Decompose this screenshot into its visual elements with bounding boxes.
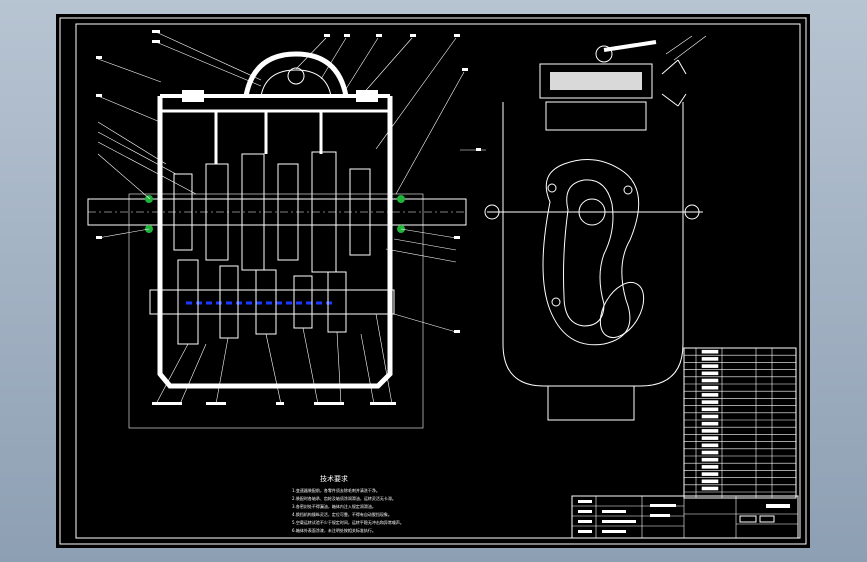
parts-row-text <box>701 465 719 469</box>
counter-shaft <box>149 289 395 315</box>
leader-numbers <box>96 30 468 405</box>
note-line-4: 4.换挡机构操纵灵活，定位可靠，不得有自动脱挡现象。 <box>292 511 392 517</box>
note-line-5: 5.空载运转试验不少于规定时间，运转平稳无冲击和异常噪声。 <box>292 519 404 525</box>
parts-list <box>683 347 797 499</box>
parts-row-text <box>701 421 719 426</box>
note-line-2: 2.装配时各轴承、齿轮及轴须涂润滑油，运转灵活无卡滞。 <box>292 495 396 501</box>
left-flange <box>484 204 500 220</box>
parts-row-text <box>701 371 719 376</box>
bearing-cap <box>599 282 645 338</box>
bearing-upper-left <box>145 195 153 203</box>
parts-row-text <box>701 385 719 390</box>
drain-boss <box>547 385 635 421</box>
parts-row-text <box>701 450 719 455</box>
note-line-1: 1.变速器装配前，各零件须去除毛刺并清洗干净。 <box>292 487 380 493</box>
end-cover <box>542 159 640 346</box>
main-shaft-gears <box>173 151 371 273</box>
parts-row-text <box>701 457 719 462</box>
parts-row-text <box>701 472 719 476</box>
shaft-hub <box>578 198 606 226</box>
gearbox-end-view <box>460 35 707 421</box>
leader-lines <box>97 31 465 405</box>
end-cover-inner <box>563 179 614 327</box>
parts-row-text <box>701 486 719 491</box>
technical-notes: 技术要求 1.变速器装配前，各零件须去除毛刺并清洗干净。 2.装配时各轴承、齿轮… <box>292 474 404 533</box>
notes-title: 技术要求 <box>320 474 348 483</box>
parts-row-text <box>701 436 719 440</box>
note-line-6: 6.箱体外表面涂漆，未注明处按相关标准执行。 <box>292 527 376 533</box>
bearing-upper-right <box>397 195 405 203</box>
title-block <box>571 495 799 539</box>
parts-row-text <box>701 393 719 397</box>
rail-boss-right <box>356 90 378 102</box>
lever-fork <box>661 59 687 107</box>
parts-row-text <box>701 407 719 412</box>
end-housing <box>502 102 684 387</box>
shift-dome-inner <box>260 69 332 97</box>
inner-frame <box>75 23 801 539</box>
rail-boss-left <box>182 90 204 102</box>
shift-tower <box>539 63 653 99</box>
parts-row-text <box>701 479 719 484</box>
drawing-sheet: 技术要求 1.变速器装配前，各零件须去除毛刺并清洗干净。 2.装配时各轴承、齿轮… <box>56 14 810 548</box>
parts-row-text <box>701 429 719 433</box>
parts-row-text <box>701 443 719 448</box>
shift-dome <box>243 51 349 97</box>
reference-outline <box>128 193 424 429</box>
parts-row-text <box>701 378 719 383</box>
right-flange <box>684 204 700 220</box>
outer-frame <box>59 17 807 545</box>
shift-pivot <box>287 67 305 85</box>
shift-lever <box>603 40 657 52</box>
parts-row-text <box>701 400 719 404</box>
parts-row-text <box>701 349 719 354</box>
drawing-canvas: 技术要求 1.变速器装配前，各零件须去除毛刺并清洗干净。 2.装配时各轴承、齿轮… <box>59 17 807 545</box>
shift-knob-base <box>595 45 613 63</box>
valve-block <box>545 101 647 131</box>
housing-outline <box>157 96 393 389</box>
parts-row-text <box>701 364 719 368</box>
gearbox-section-view <box>87 30 468 429</box>
parts-row-text <box>701 357 719 361</box>
parts-row-text <box>701 414 719 419</box>
note-line-3: 3.各密封处不得漏油，箱体内注入规定润滑油。 <box>292 503 376 509</box>
